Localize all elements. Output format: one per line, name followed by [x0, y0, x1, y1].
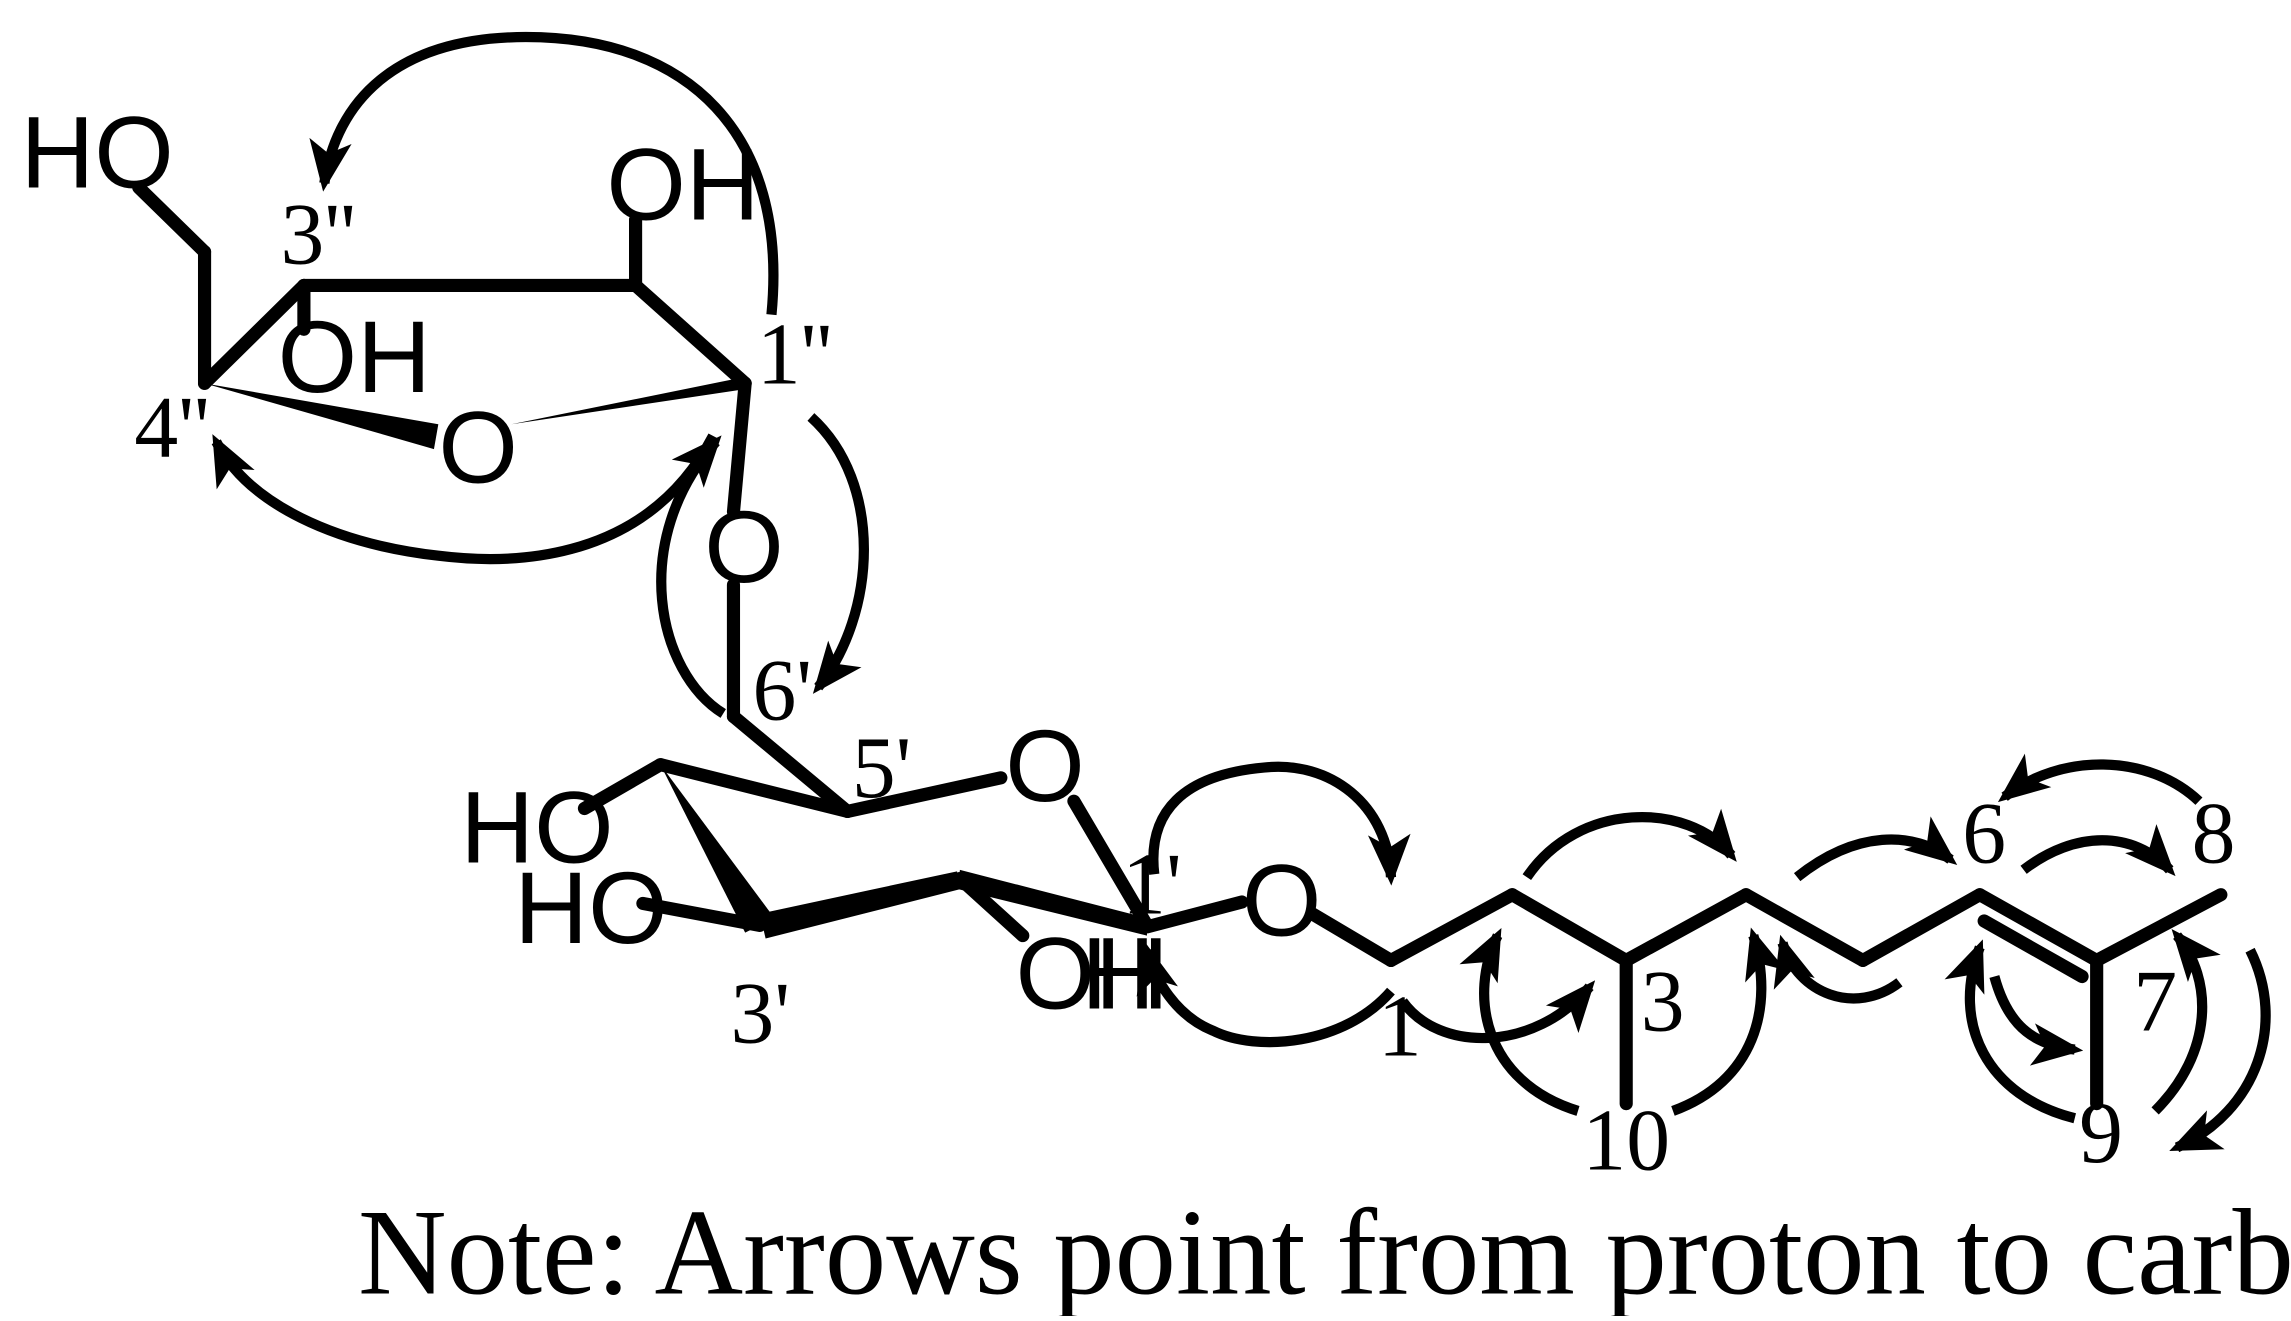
c6-label: 6	[1962, 785, 2006, 882]
bond-c7-c8	[2090, 888, 2228, 968]
bond-c3p-oh	[636, 896, 767, 932]
aglycone-chain	[1305, 888, 2228, 1111]
hmbc-arrow-h8-c6	[1997, 753, 2203, 805]
o-glycosidic-label: O	[704, 489, 784, 604]
hmbc-arrow-h8-c9	[2169, 947, 2271, 1153]
bond-o-c1	[1305, 907, 1398, 968]
c3pp-label: 3''	[281, 186, 356, 283]
bond-c1-c2	[1384, 888, 1519, 968]
bond-c3-c4	[1619, 888, 1753, 968]
bond-c4pp-c3pp	[197, 278, 311, 390]
c3p-label: 3'	[731, 964, 791, 1061]
bond-ho-ch2	[132, 180, 212, 259]
hmbc-arrow-h1pp-c3pp	[309, 31, 779, 316]
bond-o-c1p	[1067, 794, 1154, 932]
c4pp-label: 4''	[134, 378, 209, 475]
o-aglycone-label: O	[1242, 843, 1322, 958]
bond-c2pp-c1pp	[629, 278, 752, 390]
diagram-note: Note: Arrows point from proton to carbon…	[358, 1185, 2291, 1316]
c9-label: 9	[2079, 1084, 2123, 1181]
bond-c2-c3	[1505, 888, 1633, 968]
hmbc-arrow-h9-c8	[2151, 929, 2221, 1115]
o-furanose-ring-label: O	[438, 390, 518, 505]
o-pyranose-ring-label: O	[1005, 708, 1085, 823]
bond-c6-c7	[1973, 888, 2104, 968]
hmbc-arrow-h4-c6	[1793, 816, 1958, 882]
hmbc-arrow-h6-c9	[1989, 975, 2084, 1066]
oh-ring-inner-label: OH	[278, 299, 431, 414]
hmbc-arrows	[211, 31, 2271, 1153]
hmbc-arrow-h1-c3	[1398, 980, 1596, 1044]
bond-c4p-oh	[577, 758, 667, 816]
hmbc-arrow-h6p-c1pp	[656, 435, 727, 718]
c6p-label: 6'	[752, 641, 812, 738]
hmbc-arrow-h6-c8	[2020, 824, 2176, 877]
hmbc-arrow-h10-c2	[1459, 927, 1580, 1116]
c7-label: 7	[2133, 953, 2177, 1050]
furanose-ring	[132, 180, 752, 724]
hmbc-arrow-h1p-c1	[1148, 761, 1411, 886]
hmbc-arrow-h1pp-c4pp	[211, 433, 718, 565]
bond-c6-c7-double	[1977, 914, 2089, 984]
bond-c1p-o-aglycone	[1140, 895, 1249, 934]
ho-top-left-label: HO	[20, 95, 173, 210]
ho-c3p-label: HO	[514, 850, 667, 965]
hmbc-arrow-h9-c6	[1944, 939, 2077, 1124]
bond-c5p-c4p	[653, 758, 855, 818]
wedge-c4p-c3p	[660, 764, 775, 933]
c1pp-label: 1''	[757, 305, 832, 402]
bond-c4-c5	[1739, 888, 1870, 968]
wedge-o-c1pp	[511, 377, 746, 425]
hmbc-arrow-c2-c4-span	[1522, 808, 1737, 881]
hmbc-arrow-h1-c1p	[1136, 941, 1395, 1048]
atom-labels: HO OH OH O O O HO HO OH H O	[20, 95, 1321, 1031]
c3-label: 3	[1641, 953, 1685, 1050]
h-anomeric-label: H	[1081, 916, 1155, 1031]
pyranose-ring	[577, 709, 1249, 943]
oh-top-label: OH	[606, 127, 759, 242]
hmbc-arrow-h1pp-c6p	[807, 413, 869, 694]
c5p-label: 5'	[852, 719, 912, 816]
bond-c6p-c5p	[726, 709, 855, 818]
hmbc-arrow-h6-c4	[1773, 934, 1903, 1004]
wedge-c3p-c2p	[759, 871, 962, 939]
bond-c5p-o	[840, 771, 1008, 818]
c10-label: 10	[1582, 1091, 1670, 1188]
ho-c4p-label: HO	[460, 770, 613, 885]
bond-c1pp-o-link	[726, 376, 752, 519]
wedge-c4pp-o	[204, 383, 439, 450]
position-labels: 3'' 1'' 4'' 6' 5' 1' 3' 1 3 6 7 8 9 10	[134, 186, 2235, 1189]
wedge-c2p-c1p	[957, 869, 1147, 936]
bond-c5-c6	[1856, 888, 1987, 968]
hmbc-arrow-h10-c4	[1671, 927, 1786, 1116]
